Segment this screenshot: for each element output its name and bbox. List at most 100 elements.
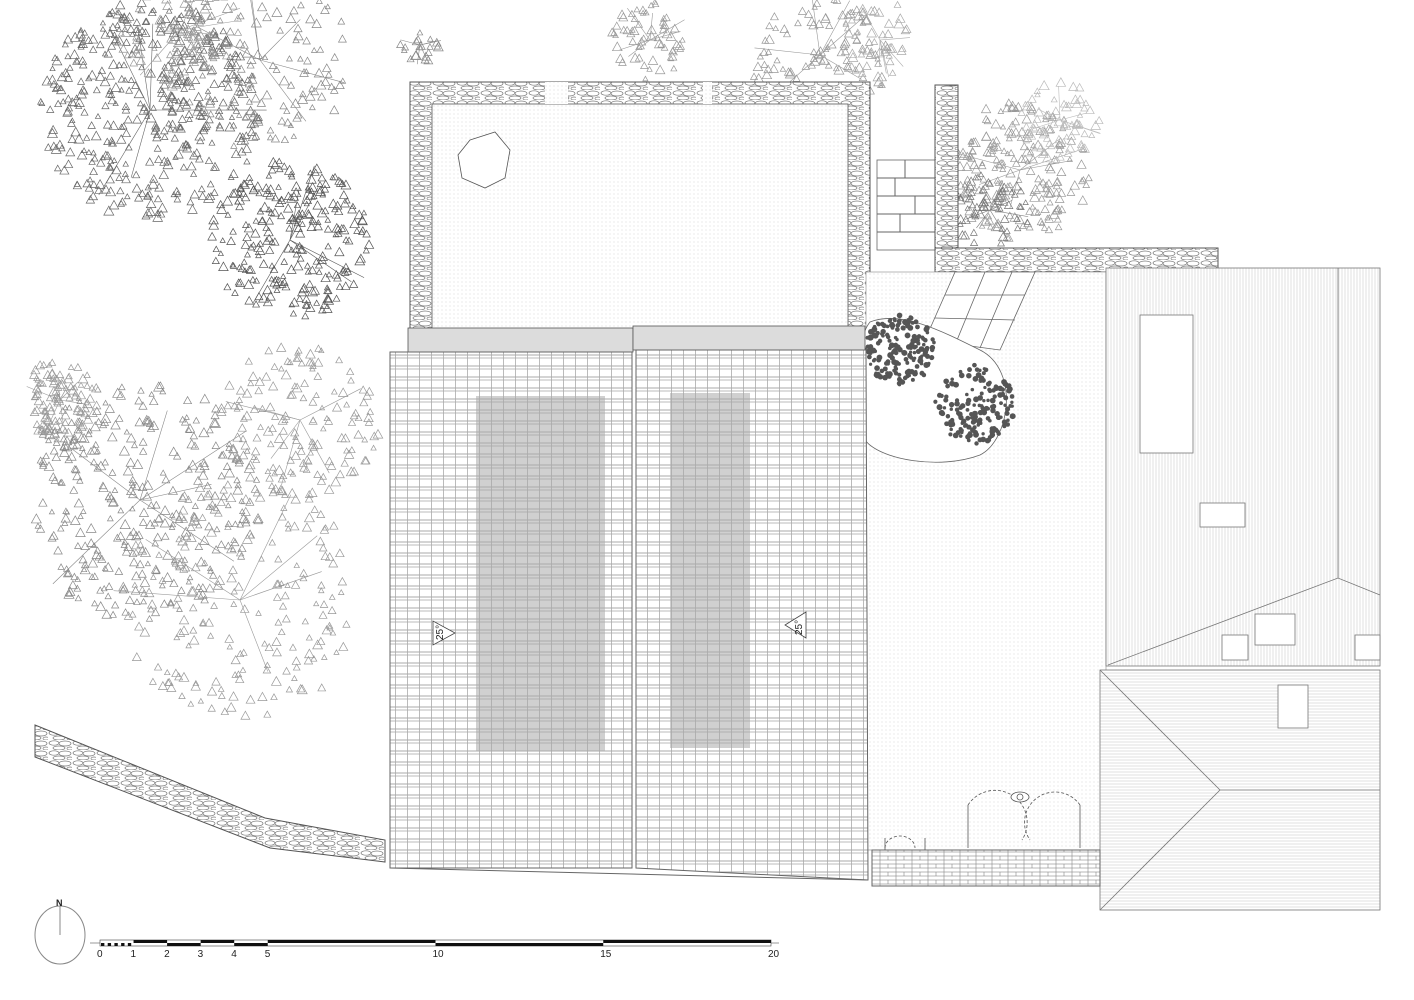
scale-segment — [114, 943, 118, 946]
shrub-leaf — [924, 345, 930, 351]
shrub-leaf — [974, 367, 980, 372]
shrub-leaf — [913, 319, 919, 325]
tree-cluster — [948, 98, 1093, 242]
scale-segment — [107, 943, 112, 946]
shrub-leaf — [949, 427, 953, 432]
shrub-leaf — [989, 429, 995, 435]
shrub-leaf — [966, 397, 972, 404]
shrub-leaf — [1007, 386, 1013, 392]
shrub-leaf — [966, 372, 972, 379]
tree-cluster — [26, 358, 102, 443]
north-label: N — [56, 898, 63, 908]
roof-panel — [670, 393, 750, 748]
shrub-leaf — [980, 405, 985, 410]
shrub-leaf — [1003, 381, 1009, 387]
shrub-leaf — [992, 394, 997, 399]
shrub-leaf — [1005, 422, 1010, 427]
shrub-leaf — [979, 391, 984, 396]
shrub-leaf — [981, 371, 986, 376]
shrub-leaf — [1009, 394, 1015, 399]
shrub-leaf — [884, 332, 890, 338]
shrub-leaf — [893, 350, 899, 356]
scale-segment — [603, 940, 771, 943]
shrub-leaf — [893, 335, 898, 340]
shrub-leaf — [903, 356, 909, 362]
shrub-leaf — [997, 385, 1004, 392]
scale-segment — [133, 940, 168, 943]
shrub-leaf — [898, 321, 902, 326]
shrub-leaf — [971, 417, 978, 424]
shrub-leaf — [887, 338, 892, 343]
shrub-leaf — [943, 397, 949, 403]
scale-tick-label: 1 — [131, 949, 137, 960]
shrub-leaf — [977, 409, 984, 416]
slope-label: 25° — [435, 625, 446, 640]
shrub-leaf — [882, 374, 888, 381]
shrub-leaf — [927, 361, 931, 366]
shrub-leaf — [894, 342, 898, 347]
shrub-leaf — [880, 332, 884, 336]
shrub-leaf — [989, 397, 996, 404]
shrub-leaf — [1002, 423, 1007, 429]
shrub-leaf — [876, 357, 882, 363]
tree-cluster — [113, 480, 351, 720]
skylight — [1277, 684, 1309, 729]
shrub-leaf — [892, 368, 897, 373]
shrub-leaf — [909, 346, 913, 351]
shrub-leaf — [991, 388, 996, 393]
shrub-leaf — [966, 401, 970, 406]
tree-cluster — [842, 0, 912, 82]
shrub-leaf — [912, 344, 917, 350]
shrub-leaf — [929, 355, 935, 361]
shrubs — [863, 312, 1016, 446]
shrub-leaf — [890, 323, 896, 329]
shrub-leaf — [916, 334, 922, 339]
shrub-leaf — [875, 330, 880, 336]
shrub-leaf — [981, 432, 985, 436]
shrub-leaf — [1003, 403, 1007, 408]
shrub-leaf — [993, 384, 999, 389]
shrub-leaf — [949, 380, 955, 386]
shrub-leaf — [972, 376, 979, 382]
shrub-leaf — [886, 371, 893, 378]
shrub-leaf — [909, 341, 915, 347]
shrub-leaf — [958, 434, 963, 438]
shrub-leaf — [912, 350, 917, 355]
main-roof: 25° 25° — [389, 325, 869, 881]
shrub-leaf — [944, 421, 950, 427]
scale-tick-label: 5 — [265, 949, 271, 960]
shrub-leaf — [867, 354, 872, 360]
shrub-leaf — [897, 383, 902, 387]
shrub-leaf — [990, 407, 996, 414]
shrub-leaf — [990, 433, 995, 439]
scale-segment — [435, 943, 604, 946]
slope-marker-east: 25° — [784, 611, 807, 639]
shrub-leaf — [915, 324, 920, 330]
stone-wall-east — [934, 84, 1219, 273]
scale-segment — [121, 943, 125, 946]
scale-tick-label: 15 — [600, 949, 612, 960]
scale-segment — [234, 943, 268, 946]
shrub-leaf — [958, 414, 964, 421]
shrub-leaf — [978, 421, 983, 426]
tree-cluster — [950, 171, 1031, 247]
shrub-leaf — [942, 406, 947, 410]
tree-cluster — [216, 342, 384, 504]
ridge-beam — [632, 325, 866, 351]
shrub-leaf — [932, 340, 936, 345]
tree-cluster — [396, 29, 444, 65]
shrub-leaf — [921, 342, 926, 347]
shrub-leaf — [867, 335, 874, 341]
skylight — [1221, 634, 1249, 661]
shrub-leaf — [906, 317, 911, 323]
shrub-leaf — [949, 420, 955, 426]
boulder — [457, 131, 511, 189]
shrub-leaf — [887, 346, 892, 351]
shrub-leaf — [884, 361, 889, 366]
shrub-leaf — [879, 321, 885, 327]
scale-tick-label: 4 — [231, 949, 237, 960]
scale-tick-label: 20 — [768, 949, 780, 960]
gates — [884, 789, 1081, 850]
shrub-leaf — [897, 362, 901, 366]
